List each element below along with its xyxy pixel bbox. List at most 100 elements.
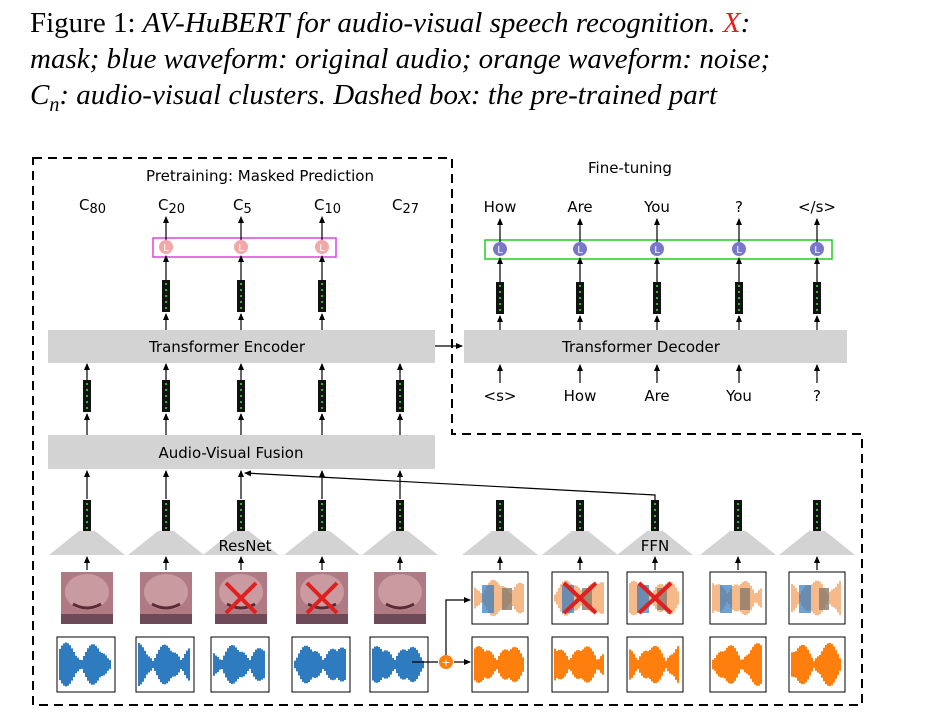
noisy-spectrogram (471, 571, 529, 625)
ffn-trunk (700, 531, 776, 555)
audio-visual-fusion-label: Audio-Visual Fusion (159, 444, 304, 462)
pretrain-loss-icon: L (234, 240, 248, 254)
output-token: You (643, 198, 670, 216)
lip-region-image (140, 572, 192, 624)
finetune-loss-icon: L (732, 242, 746, 256)
caption-cluster-symbol: C (30, 79, 50, 111)
noise-waveform (471, 636, 529, 693)
frontend-feature (651, 500, 659, 532)
caption-line1-tail: : (740, 7, 751, 39)
lip-region-image (61, 572, 113, 624)
finetune-loss-icon: L (810, 242, 824, 256)
fusion-output-feature (318, 380, 326, 412)
original-audio-waveform (291, 636, 351, 693)
frontend-encoders (49, 470, 855, 570)
svg-text:L: L (238, 243, 244, 254)
pretrain-loss-box (152, 237, 337, 258)
lip-region-image (374, 572, 426, 624)
caption-mask-symbol: X (722, 7, 741, 39)
ffn-trunk (779, 531, 855, 555)
add-to-audio-frontend-arrow (445, 597, 471, 655)
svg-text:L: L (654, 245, 660, 256)
encoder-output-feature (162, 280, 170, 312)
pretrain-loss-icon: L (159, 240, 173, 254)
ffn-trunk (462, 531, 538, 555)
ffn-label: FFN (641, 537, 669, 555)
figure-caption: Figure 1: AV-HuBERT for audio-visual spe… (30, 5, 930, 123)
frontend-feature (237, 500, 245, 532)
frontend-feature (396, 500, 404, 532)
caption-cluster-subscript: n (49, 93, 60, 116)
lip-region-image (215, 572, 267, 624)
resnet-label: ResNet (218, 537, 271, 555)
audio-feature-arrow (244, 470, 656, 500)
decoder-output-feature (653, 282, 661, 314)
transformer-decoder-block (464, 330, 847, 363)
ffn-trunk (617, 531, 693, 555)
resnet-trunk (362, 531, 438, 555)
frontend-feature (734, 500, 742, 532)
decoder-output-feature (735, 282, 743, 314)
transformer-decoder-label: Transformer Decoder (561, 338, 721, 356)
finetune-loss-icon: L (573, 242, 587, 256)
spectrogram-overlay (482, 585, 512, 613)
output-token: </s> (798, 198, 836, 216)
pretrained-dashed-box (32, 157, 863, 706)
spectrogram-overlay (562, 581, 598, 615)
noise-add-icon (439, 655, 453, 669)
decoder-output-feature (813, 282, 821, 314)
original-audio-waveform (210, 636, 270, 693)
frontend-feature (162, 500, 170, 532)
noise-waveform (551, 636, 609, 693)
frontend-feature (496, 500, 504, 532)
fusion-output-feature (83, 380, 91, 412)
caption-line3-tail: : audio-visual clusters. Dashed box: the… (59, 79, 718, 111)
decoder-output-feature (496, 282, 504, 314)
pretrain-loss-icon: L (315, 240, 329, 254)
cluster-target: C80 (79, 196, 106, 217)
resnet-trunk (128, 531, 204, 555)
encoder-output-feature (318, 280, 326, 312)
pretraining-title: Pretraining: Masked Prediction (146, 167, 374, 185)
input-thumbnails (56, 571, 846, 693)
resnet-trunk (284, 531, 360, 555)
cluster-target: C20 (158, 196, 185, 217)
noise-waveform (709, 636, 767, 693)
noise-waveform (788, 636, 846, 693)
cluster-target: C5 (233, 196, 252, 217)
caption-figure-label: Figure 1: (30, 7, 136, 39)
frontend-feature (813, 500, 821, 532)
resnet-trunk (203, 531, 279, 555)
fusion-output-feature (396, 380, 404, 412)
original-audio-waveform (56, 636, 116, 693)
cluster-target: C27 (392, 196, 419, 217)
noisy-spectrogram (788, 571, 846, 625)
svg-text:L: L (163, 243, 169, 254)
input-token: How (564, 387, 597, 405)
caption-title: AV-HuBERT for audio-visual speech recogn… (142, 7, 716, 39)
plus-icon: + (441, 656, 450, 669)
original-audio-waveform (135, 636, 195, 693)
input-token: Are (644, 387, 669, 405)
original-audio-waveform (369, 636, 429, 693)
frontend-feature (83, 500, 91, 532)
finetune-loss-icon: L (650, 242, 664, 256)
input-token: ? (813, 387, 821, 405)
frontend-feature (576, 500, 584, 532)
fusion-output-feature (162, 380, 170, 412)
svg-text:L: L (736, 245, 742, 256)
input-token: You (725, 387, 752, 405)
output-token: Are (567, 198, 592, 216)
output-token: How (484, 198, 517, 216)
fusion-output-feature (237, 380, 245, 412)
encoder-output-feature (237, 280, 245, 312)
noisy-spectrogram (709, 571, 767, 625)
finetune-loss-icon: L (493, 242, 507, 256)
svg-text:L: L (577, 245, 583, 256)
